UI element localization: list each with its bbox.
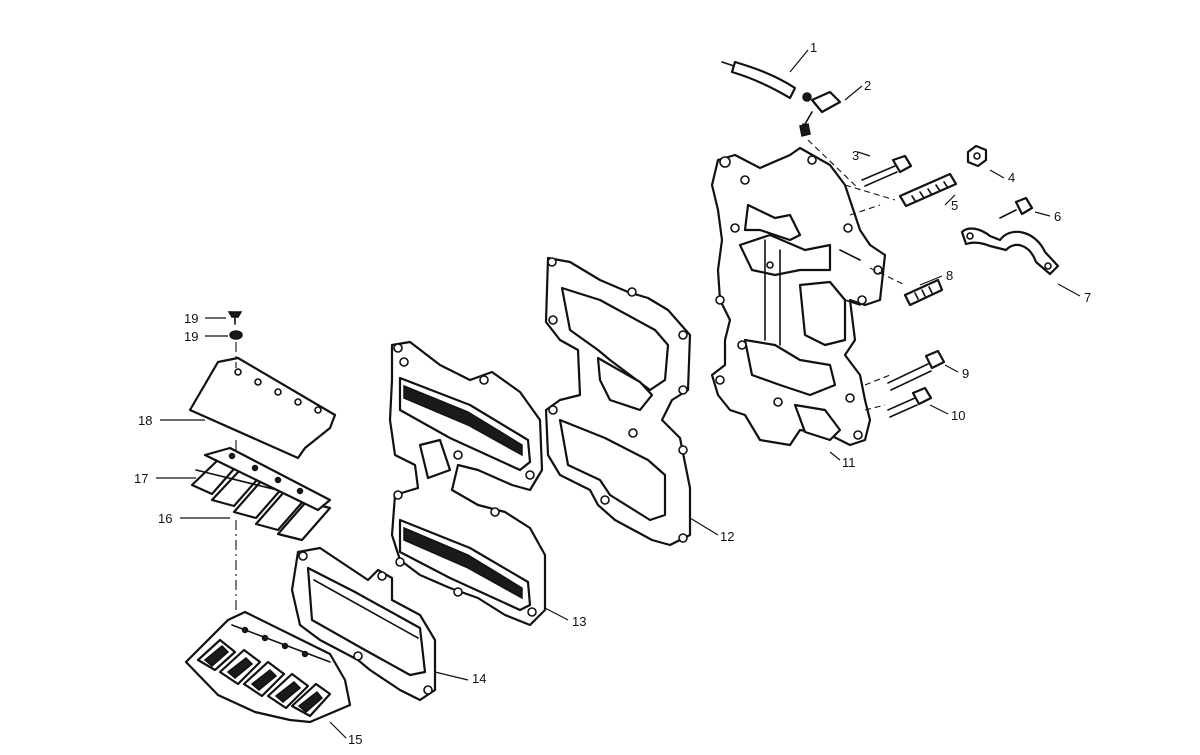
part-12-gasket — [544, 256, 692, 547]
callout-11: 11 — [842, 455, 856, 470]
part-8-stud — [903, 278, 944, 307]
part-18-reed-plate — [188, 356, 337, 460]
part-19-washer — [229, 330, 243, 340]
callout-19-screw: 19 — [184, 311, 198, 326]
callout-labels: 1 2 3 4 5 6 7 8 9 10 11 12 13 14 15 16 1… — [134, 40, 1091, 747]
part-15-reed-block — [184, 610, 352, 724]
part-6-screw — [999, 196, 1034, 219]
part-19-screw — [227, 311, 243, 325]
callout-5: 5 — [951, 198, 958, 213]
callout-3: 3 — [852, 148, 859, 163]
callout-9: 9 — [962, 366, 969, 381]
part-9-bolt — [887, 349, 946, 391]
callout-2: 2 — [864, 78, 871, 93]
alignment-line — [869, 267, 906, 286]
leader-lines — [156, 49, 1081, 739]
callout-17: 17 — [134, 471, 148, 486]
callout-18: 18 — [138, 413, 152, 428]
callout-19-washer: 19 — [184, 329, 198, 344]
part-10-bolt — [887, 386, 933, 418]
part-14-gasket — [290, 546, 437, 702]
callout-10: 10 — [951, 408, 965, 423]
part-2-fitting — [799, 90, 842, 137]
callout-13: 13 — [572, 614, 586, 629]
part-11-adapter-plate — [710, 146, 887, 447]
part-3-bolt — [861, 154, 913, 187]
callout-4: 4 — [1008, 170, 1015, 185]
callout-1: 1 — [810, 40, 817, 55]
alignment-line — [849, 204, 881, 216]
callout-15: 15 — [348, 732, 362, 747]
callout-8: 8 — [946, 268, 953, 283]
callout-12: 12 — [720, 529, 734, 544]
alignment-line — [844, 184, 896, 201]
callout-7: 7 — [1084, 290, 1091, 305]
part-1-hose — [721, 60, 797, 100]
part-4-nut — [966, 144, 988, 168]
part-5-stud — [898, 172, 958, 208]
alignment-line — [807, 139, 861, 191]
part-7-clamp — [960, 227, 1060, 276]
callout-6: 6 — [1054, 209, 1061, 224]
alignment-line — [864, 404, 886, 411]
callout-14: 14 — [472, 671, 486, 686]
alignment-line — [864, 374, 891, 386]
part-13-reed-block-frame — [388, 340, 547, 627]
callout-16: 16 — [158, 511, 172, 526]
part-16-reed-petals — [190, 456, 332, 542]
part-17-reed-stop — [203, 446, 332, 512]
